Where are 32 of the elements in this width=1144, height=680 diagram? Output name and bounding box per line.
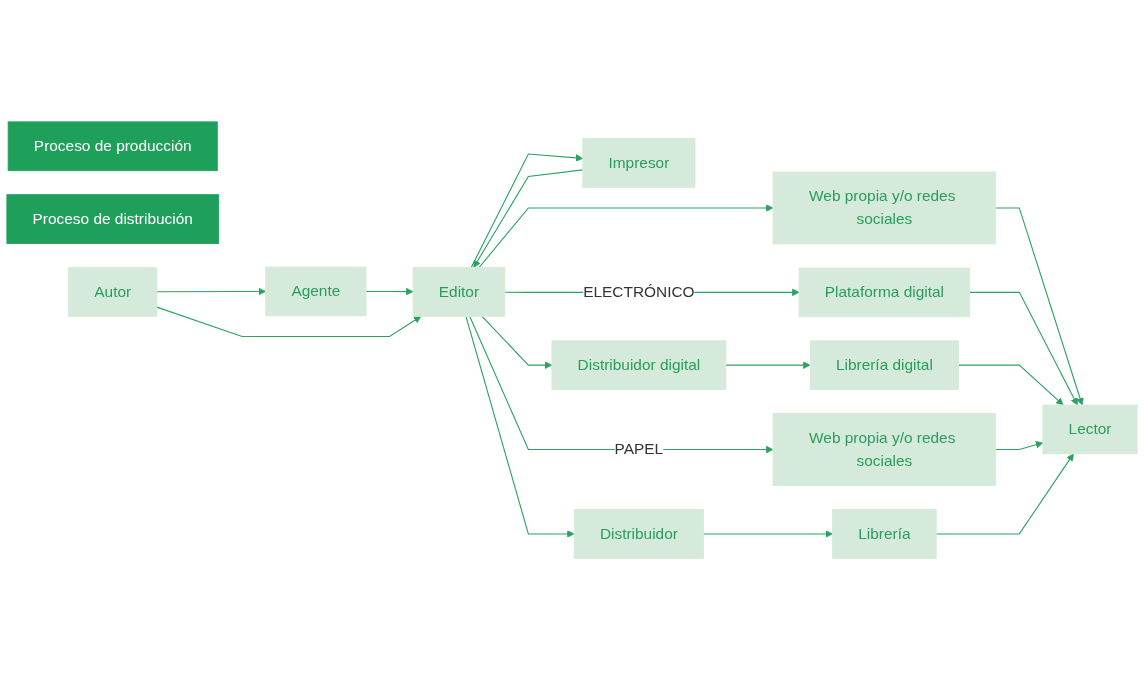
arrow [725, 361, 811, 369]
arrow [156, 287, 267, 296]
node-box: Web propia y/o redes sociales [772, 171, 997, 245]
arrow [473, 169, 584, 268]
node-box: Librería [832, 509, 937, 559]
node-box: Distribuidor [573, 509, 704, 559]
node-box: Autor [68, 266, 158, 317]
node-box: Librería digital [809, 340, 959, 390]
node-box: Distribuidor digital [551, 340, 727, 390]
node-box: Proceso de distribución [6, 194, 219, 244]
arrow [995, 207, 1084, 406]
arrow [935, 453, 1074, 535]
arrow [957, 364, 1064, 406]
node-box: Plataforma digital [798, 267, 971, 318]
arrow [969, 291, 1078, 406]
arrow [156, 306, 422, 337]
node-box: Proceso de producción [7, 121, 218, 171]
arrow [365, 287, 414, 296]
node-box: Agente [265, 266, 367, 317]
arrow [478, 204, 774, 268]
arrow [470, 153, 584, 268]
node-box: Lector [1042, 404, 1138, 455]
arrow [995, 440, 1044, 450]
edge-label: ELECTRÓNICO [583, 283, 695, 301]
arrow [469, 315, 774, 454]
node-box: Web propia y/o redes sociales [772, 413, 997, 486]
node-box: Editor [412, 266, 506, 317]
node-box: Impresor [582, 138, 696, 188]
arrow [465, 315, 575, 538]
arrow [481, 315, 553, 369]
arrow [703, 530, 833, 538]
edge-label: PAPEL [614, 440, 664, 458]
